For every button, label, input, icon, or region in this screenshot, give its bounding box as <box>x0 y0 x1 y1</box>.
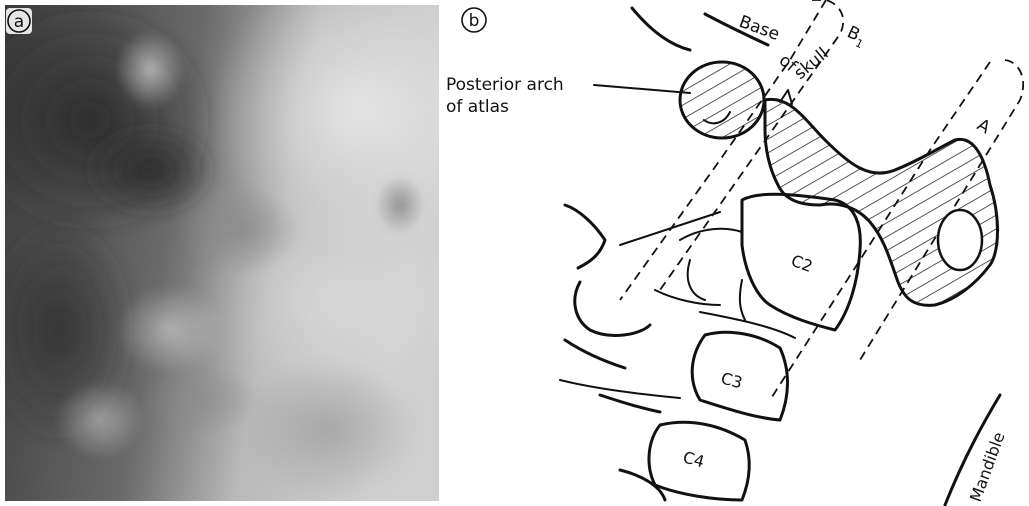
label-posterior-arch-line2: of atlas <box>446 97 509 117</box>
label-c4: C4 <box>681 448 707 472</box>
dens-hatched-region <box>765 99 998 305</box>
label-skull: skull <box>790 44 832 84</box>
label-c3: C3 <box>719 369 745 393</box>
label-c2: C2 <box>789 251 816 276</box>
transverse-foramen <box>938 210 982 270</box>
label-beam-a: A <box>974 115 994 138</box>
posterior-arch-of-atlas <box>680 62 764 138</box>
panel-b-letter: b <box>469 11 480 31</box>
c2-anterior-outline <box>680 229 745 320</box>
posterior-arch-leader <box>594 85 690 93</box>
label-mandible: Mandible <box>966 429 1009 504</box>
label-beam-b1: B1 <box>843 22 870 51</box>
panel-a-letter: a <box>14 12 24 32</box>
label-posterior-arch-line1: Posterior arch <box>446 75 564 95</box>
panel-a-radiograph <box>0 0 510 501</box>
panel-b-drawing: b Posterior arch of atla <box>446 0 1023 505</box>
